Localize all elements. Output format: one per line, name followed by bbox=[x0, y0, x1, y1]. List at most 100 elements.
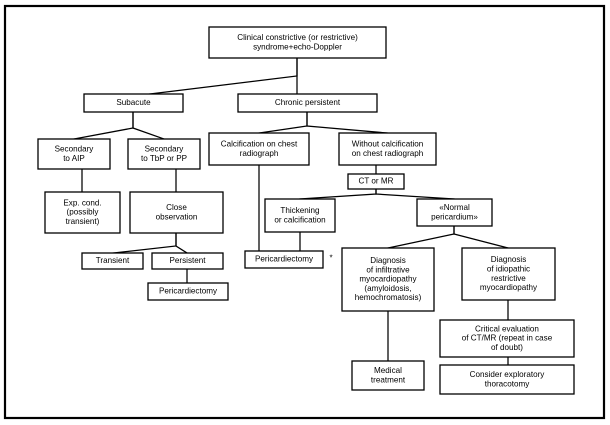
diagnosis-idiopathic-restrictive-myocardiopathy-node-label-line-3: myocardiopathy bbox=[480, 283, 538, 292]
pericardiectomy-node-mid: Pericardiectomy * bbox=[244, 250, 333, 269]
nodes-layer: Clinical constrictive (or restrictive)sy… bbox=[37, 26, 575, 395]
diagnosis-infiltrative-myocardiopathy-node-label-line-1: of infiltrative bbox=[366, 265, 410, 274]
calcification-on-chest-radiograph-node-label-line-1: radiograph bbox=[240, 149, 279, 158]
chronic-persistent-node: Chronic persistent bbox=[237, 93, 378, 113]
secondary-to-tbp-or-pp-node-label-line-0: Secondary bbox=[145, 144, 185, 153]
diagnosis-idiopathic-restrictive-myocardiopathy-node-rect bbox=[461, 247, 556, 301]
persistent-node-label-line-0: Persistent bbox=[170, 256, 207, 265]
secondary-to-aip-node-rect bbox=[37, 138, 111, 170]
close-obs-to-persistent bbox=[175, 232, 188, 254]
pericardiectomy-node-mid-rect bbox=[244, 250, 324, 269]
pericardiectomy-node-mid-label-line-0: Pericardiectomy bbox=[255, 255, 314, 264]
chronic-persistent-node-label-line-0: Chronic persistent bbox=[275, 98, 341, 107]
pericardiectomy-node-left: Pericardiectomy bbox=[147, 282, 229, 301]
transient-node-label-line-0: Transient bbox=[96, 256, 130, 265]
exp-cond-possibly-transient-node-label-line-2: transient) bbox=[66, 217, 100, 226]
diagnosis-infiltrative-myocardiopathy-node-rect bbox=[341, 247, 435, 312]
thickening-or-calcification-node-label-line-0: Thickening bbox=[280, 206, 319, 215]
subacute-node-label-line-0: Subacute bbox=[116, 98, 151, 107]
subacute-node: Subacute bbox=[83, 93, 184, 113]
chronic-persistent-node-rect bbox=[237, 93, 378, 113]
clinical-syndrome-node-label-line-0: Clinical constrictive (or restrictive) bbox=[237, 33, 358, 42]
medical-treatment-node-label-line-1: treatment bbox=[371, 375, 406, 384]
ct-mr-to-thickening bbox=[299, 188, 377, 200]
chronic-to-without-calc bbox=[306, 111, 388, 134]
consider-exploratory-thoracotomy-node-rect bbox=[439, 364, 575, 395]
subacute-to-sec-aip bbox=[73, 111, 134, 140]
close-observation-node-rect bbox=[129, 191, 224, 234]
without-calcification-on-chest-radiograph-node-label-line-0: Without calcification bbox=[352, 139, 424, 148]
pericardiectomy-node-left-rect bbox=[147, 282, 229, 301]
consider-exploratory-thoracotomy-node-label-line-1: thoracotomy bbox=[485, 379, 530, 388]
normal-pericardium-node-rect bbox=[416, 198, 493, 227]
medical-treatment-node-rect bbox=[351, 360, 425, 391]
secondary-to-aip-node-label-line-1: to AIP bbox=[63, 154, 85, 163]
ct-or-mr-node: CT or MR bbox=[347, 173, 405, 190]
critical-evaluation-ct-mr-node-label-line-0: Critical evaluation bbox=[475, 324, 539, 333]
clinical-syndrome-node-label-line-1: syndrome+echo-Doppler bbox=[253, 42, 342, 51]
root-to-subacute bbox=[132, 57, 298, 97]
thickening-or-calcification-node-rect bbox=[264, 198, 336, 233]
calcification-on-chest-radiograph-node-rect bbox=[208, 132, 310, 166]
ct-mr-to-normal-peri bbox=[375, 188, 455, 200]
subacute-to-sec-tbp bbox=[132, 111, 165, 140]
subacute-node-rect bbox=[83, 93, 184, 113]
diagnosis-infiltrative-myocardiopathy-node-label-line-3: (amyloidosis, bbox=[364, 284, 411, 293]
transient-node-rect bbox=[81, 252, 144, 270]
secondary-to-tbp-or-pp-node-label-line-1: to TbP or PP bbox=[141, 154, 187, 163]
without-calcification-on-chest-radiograph-node-rect bbox=[338, 132, 437, 166]
diagnosis-idiopathic-restrictive-myocardiopathy-node-label-line-1: of idiopathic bbox=[487, 264, 530, 273]
diagnosis-infiltrative-myocardiopathy-node-label-line-4: hemochromatosis) bbox=[355, 293, 422, 302]
clinical-syndrome-node: Clinical constrictive (or restrictive)sy… bbox=[208, 26, 387, 59]
secondary-to-tbp-or-pp-node-rect bbox=[127, 138, 201, 170]
medical-treatment-node-label-line-0: Medical bbox=[374, 366, 402, 375]
secondary-to-aip-node-label-line-0: Secondary bbox=[55, 144, 95, 153]
critical-evaluation-ct-mr-node-label-line-2: of doubt) bbox=[491, 343, 523, 352]
diagnosis-infiltrative-myocardiopathy-node-label-line-0: Diagnosis bbox=[370, 256, 406, 265]
ct-or-mr-node-label-line-0: CT or MR bbox=[359, 177, 394, 186]
pericardiectomy-node-left-label-line-0: Pericardiectomy bbox=[159, 287, 218, 296]
close-obs-to-transient bbox=[112, 232, 177, 254]
without-calcification-on-chest-radiograph-node-label-line-1: on chest radiograph bbox=[352, 149, 424, 158]
critical-evaluation-ct-mr-node-label-line-1: of CT/MR (repeat in case bbox=[462, 334, 553, 343]
diagnosis-infiltrative-myocardiopathy-node-label-line-2: myocardiopathy bbox=[359, 275, 417, 284]
exp-cond-possibly-transient-node-rect bbox=[44, 191, 121, 234]
persistent-node-rect bbox=[151, 252, 224, 270]
exp-cond-possibly-transient-node-label-line-0: Exp. cond. bbox=[63, 198, 101, 207]
normal-pericardium-node-label-line-0: «Normal bbox=[439, 203, 470, 212]
ct-or-mr-node-rect bbox=[347, 173, 405, 190]
clinical-syndrome-node-rect bbox=[208, 26, 387, 59]
exp-cond-possibly-transient-node-label-line-1: (possibly bbox=[67, 208, 100, 217]
normal-pericardium-node-label-line-1: pericardium» bbox=[431, 212, 478, 221]
consider-exploratory-thoracotomy-node-label-line-0: Consider exploratory bbox=[470, 370, 546, 379]
persistent-node: Persistent bbox=[151, 252, 224, 270]
close-observation-node-label-line-1: observation bbox=[156, 212, 198, 221]
normal-peri-to-diag-idiopathic bbox=[453, 225, 509, 249]
normal-peri-to-diag-infiltrative bbox=[387, 225, 455, 249]
diagnosis-idiopathic-restrictive-myocardiopathy-node-label-line-0: Diagnosis bbox=[491, 255, 527, 264]
outer-frame bbox=[3, 4, 606, 420]
close-observation-node-label-line-0: Close bbox=[166, 203, 187, 212]
diagnosis-idiopathic-restrictive-myocardiopathy-node-label-line-2: restrictive bbox=[491, 274, 526, 283]
pericardiectomy-node-mid-asterisk: * bbox=[329, 254, 332, 263]
connectors-layer bbox=[73, 57, 509, 366]
calcification-on-chest-radiograph-node-label-line-0: Calcification on chest bbox=[221, 139, 298, 148]
thickening-or-calcification-node-label-line-1: or calcification bbox=[274, 215, 325, 224]
critical-evaluation-ct-mr-node-rect bbox=[439, 319, 575, 358]
transient-node: Transient bbox=[81, 252, 144, 270]
